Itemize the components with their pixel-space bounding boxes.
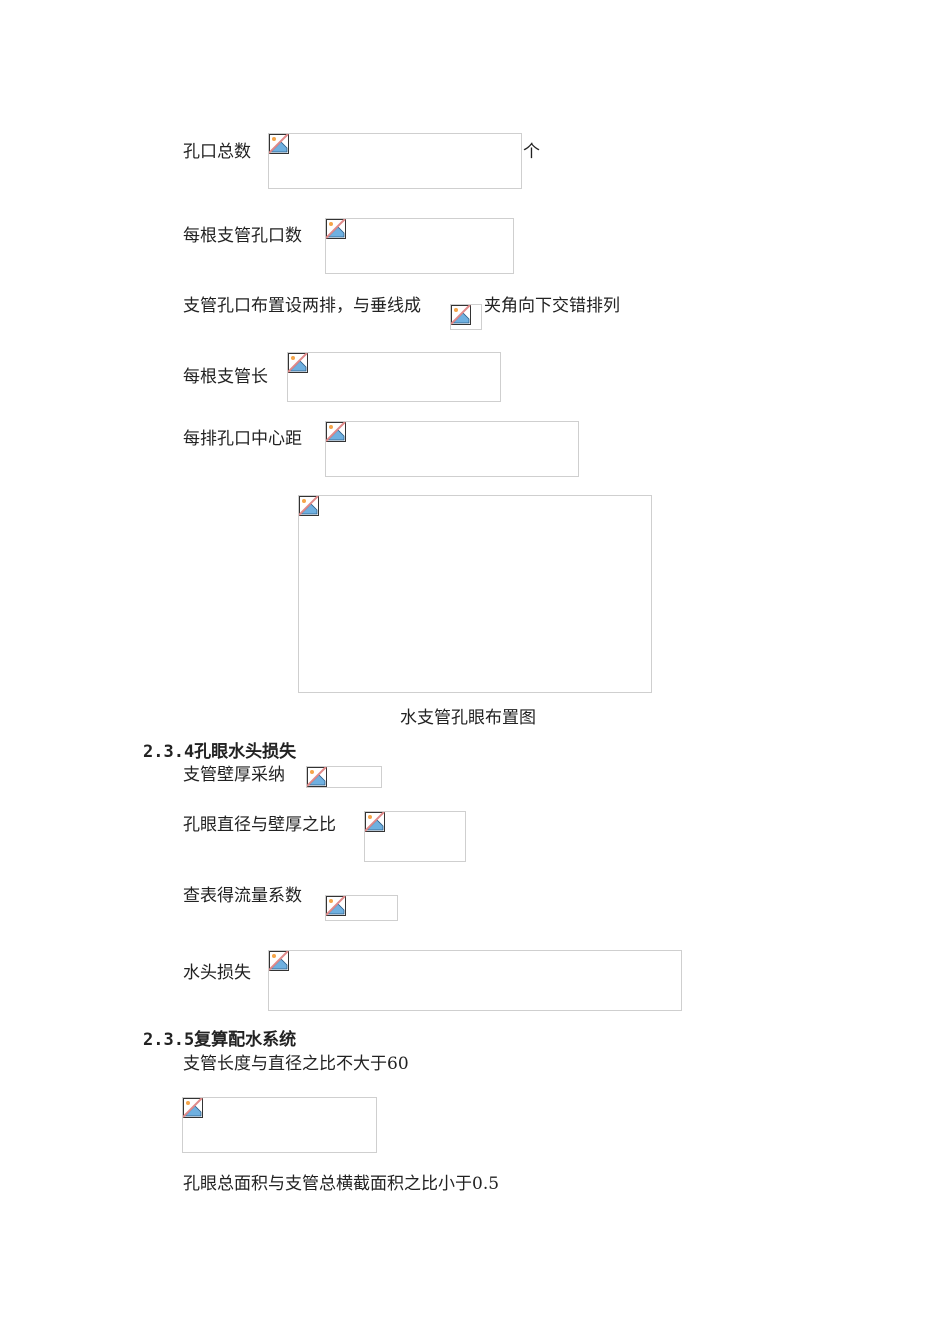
broken-image-icon xyxy=(183,1098,203,1118)
lateral-length-label: 每根支管长 xyxy=(183,367,268,387)
layout-sentence-prefix: 支管孔口布置设两排，与垂线成 xyxy=(183,296,421,316)
broken-image-icon xyxy=(326,219,346,239)
broken-image-icon xyxy=(307,767,327,787)
section-heading-2-3-5: 2.3.5复算配水系统 xyxy=(143,1030,297,1050)
flow-coefficient-label: 查表得流量系数 xyxy=(183,886,302,906)
wall-thickness-label: 支管壁厚采纳 xyxy=(183,765,285,785)
total-orifices-unit: 个 xyxy=(523,142,540,162)
broken-image-icon xyxy=(288,353,308,373)
formula-image-angle xyxy=(450,304,482,330)
total-orifices-label: 孔口总数 xyxy=(183,142,251,162)
layout-sentence-suffix: 夹角向下交错排列 xyxy=(484,296,620,316)
broken-image-icon xyxy=(269,951,289,971)
broken-image-icon xyxy=(326,896,346,916)
figure-image-lateral-orifice-layout xyxy=(298,495,652,693)
formula-image-flow-coefficient xyxy=(325,895,398,921)
formula-image-row-spacing xyxy=(325,421,579,477)
broken-image-icon xyxy=(451,305,471,325)
formula-image-orifices-per-lateral xyxy=(325,218,514,274)
formula-image-head-loss xyxy=(268,950,682,1011)
area-ratio-rule: 孔眼总面积与支管总横截面积之比小于0.5 xyxy=(183,1174,500,1194)
broken-image-icon xyxy=(326,422,346,442)
row-spacing-label: 每排孔口中心距 xyxy=(183,429,302,449)
broken-image-icon xyxy=(269,134,289,154)
formula-image-diameter-wall-ratio xyxy=(364,811,466,862)
formula-image-length-diameter-check xyxy=(182,1097,377,1153)
length-diameter-rule: 支管长度与直径之比不大于60 xyxy=(183,1054,409,1074)
figure-caption: 水支管孔眼布置图 xyxy=(400,708,536,728)
formula-image-wall-thickness xyxy=(306,766,382,788)
formula-image-total-orifices xyxy=(268,133,522,189)
head-loss-label: 水头损失 xyxy=(183,963,251,983)
broken-image-icon xyxy=(365,812,385,832)
formula-image-lateral-length xyxy=(287,352,501,402)
orifices-per-lateral-label: 每根支管孔口数 xyxy=(183,226,302,246)
diameter-wall-ratio-label: 孔眼直径与壁厚之比 xyxy=(183,815,336,835)
section-heading-2-3-4: 2.3.4孔眼水头损失 xyxy=(143,742,297,762)
broken-image-icon xyxy=(299,496,319,516)
